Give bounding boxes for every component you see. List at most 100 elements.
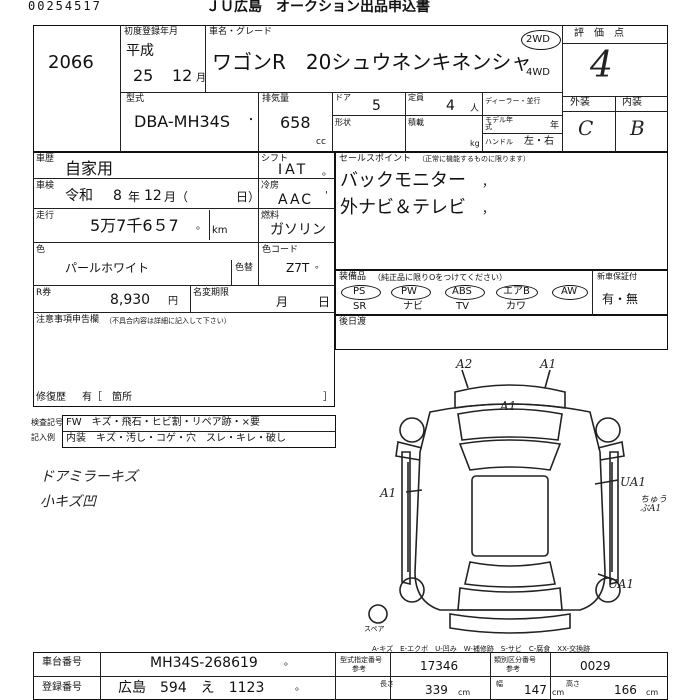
chassis-label: 車台番号 (42, 657, 82, 668)
plate-number: 広島 594 え 1123 (118, 680, 265, 696)
repair-label: 修復歴 (36, 392, 66, 403)
first-registration-label: 初度登録年月 (124, 27, 179, 37)
form-title: ＪＵ広島 オークション出品申込書 (206, 0, 430, 15)
equip-aw: AW (561, 286, 578, 297)
rear-left-wheel (399, 577, 425, 603)
aircon-mark: ' (325, 190, 328, 201)
rear-bumper-shape (449, 613, 571, 634)
spare-label: スペア (364, 625, 385, 633)
legend-label-1: 検査記号 (31, 418, 63, 427)
color-code: Z7T (286, 261, 310, 275)
capacity-value: 4 (446, 98, 455, 114)
mileage-mark: 。 (196, 221, 206, 232)
lot-number: 2066 (48, 52, 94, 73)
height-unit: cm (646, 688, 659, 697)
color-value: パールホワイト (65, 261, 150, 275)
width-label: 幅 (496, 680, 503, 688)
inspection-year-unit: 年 (128, 190, 141, 204)
interior-label: 内装 (622, 97, 642, 108)
left-side-panel (401, 451, 411, 586)
equip-sr: SR (353, 301, 367, 312)
a2-leader (461, 369, 469, 389)
name-change-month-unit: 月 (276, 295, 289, 309)
hood-shape (457, 408, 563, 441)
dealer-label: ディーラー・並行 (485, 97, 541, 105)
right-mirror (597, 441, 625, 461)
exterior-grade: C (578, 116, 594, 140)
equip-airbag-circle (496, 285, 538, 300)
later-delivery-label: 後日渡 (339, 317, 367, 327)
drive-4wd: 4WD (526, 67, 550, 78)
inspection-day-unit: 日） (236, 190, 261, 204)
inspection-month: 12 (144, 188, 162, 204)
equip-aw-circle (552, 285, 588, 300)
recycle-fee: 8,930 (110, 292, 151, 308)
model-year-unit: 年 (550, 121, 560, 131)
mark-a1-left: A1 (380, 486, 397, 500)
mark-ua1-right: UA1 (620, 475, 647, 489)
drive-2wd-circle (521, 30, 561, 50)
windshield-shape (458, 439, 562, 471)
engine-unit: cc (316, 137, 326, 147)
equipment-note: （純正品に限りOをつけてください） (373, 273, 508, 282)
inspection-month-unit: 月（ (164, 190, 189, 204)
registration-month-unit: 月 (196, 73, 206, 84)
chassis-number: MH34S-268619 (150, 655, 258, 671)
length-value: 339 (425, 683, 448, 697)
color-change-label: 色替 (235, 263, 254, 273)
roof-shape (471, 475, 549, 557)
legend-row-1: FW キズ・飛石・ヒビ割・リペア跡・×要 (66, 417, 261, 428)
car-body-outline (414, 403, 606, 611)
model-label: 型式 (126, 94, 145, 104)
rear-gate-shape (457, 587, 563, 611)
mark-a1-hood: A1 (500, 399, 517, 413)
registration-era: 平成 (126, 43, 154, 59)
sales-point-1-mark: ， (482, 175, 495, 189)
sales-points-block (335, 152, 668, 270)
exterior-label: 外装 (570, 97, 590, 108)
inspection-label: 車検 (36, 181, 55, 191)
load-label: 積載 (408, 118, 424, 127)
a1-leader (544, 369, 551, 389)
handle-label: ハンドル (485, 138, 513, 146)
damage-key-legend: A-キズ E-エクボ U-凹み W-補修跡 S-サビ C-腐食 XX-交換跡 (372, 645, 591, 653)
legend-row-2: 内装 キズ・汚し・コゲ・穴 スレ・キレ・破し (66, 433, 286, 444)
shift-label: シフト (261, 154, 289, 164)
rear-window-shape (464, 561, 556, 588)
name-change-day-unit: 日 (318, 295, 331, 309)
equip-tv: TV (456, 301, 469, 312)
lower-right-leader (597, 573, 616, 581)
load-unit: kg (470, 139, 480, 148)
sales-point-1: バックモニター (340, 170, 466, 191)
grade-label: 評 価 点 (574, 28, 624, 39)
length-unit: cm (458, 688, 471, 697)
equip-leather: カワ (506, 301, 526, 312)
interior-grade: B (630, 116, 645, 140)
height-label: 高さ (566, 680, 580, 688)
handwritten-note-2: 小キズ凹 (40, 494, 96, 510)
details-block (33, 152, 335, 407)
right-leader (594, 479, 619, 485)
grade-score: 4 (590, 45, 613, 86)
left-mirror (395, 441, 423, 461)
equip-airbag: エアB (503, 286, 530, 297)
color-label: 色 (36, 245, 46, 255)
spare-tire (368, 604, 388, 624)
repair-close: ］ (323, 392, 333, 403)
engine-displacement: 658 (280, 113, 311, 132)
model-year-label: モデル年式 (485, 116, 513, 131)
width-unit: cm (552, 688, 565, 697)
type-number-label: 型式指定番号 (340, 656, 382, 664)
mileage-unit: km (212, 225, 228, 236)
equipment-label: 装備品 (339, 272, 367, 282)
type-number-ref: 参考 (352, 665, 366, 673)
new-car-warranty-value: 有・無 (602, 292, 639, 306)
right-side-panel (609, 451, 619, 586)
height-value: 166 (614, 683, 637, 697)
notes-note: （不具合内容は詳細に記入して下さい） (105, 317, 231, 325)
mark-ua1-lower: UA1 (608, 577, 635, 591)
repair-value: 有［ 箇所 (82, 392, 132, 403)
aircon-value: AAC (278, 192, 314, 208)
doors-value: 5 (372, 98, 381, 114)
registration-month: 12 (172, 66, 193, 85)
